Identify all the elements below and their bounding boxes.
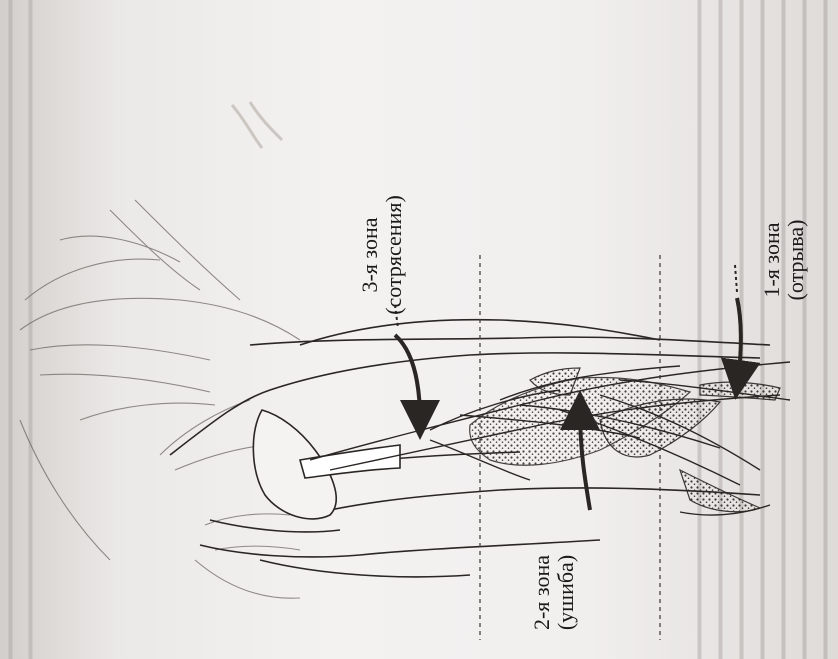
zone1-label-line1: 1-я зона [760,190,784,330]
zone2-label-line1: 2-я зона [530,535,554,650]
zone1-label: 1-я зона (отрыва) [760,190,808,330]
zone2-label-line2: (ушиба) [554,535,578,650]
zone3-label-line1: 3-я зона [358,170,382,340]
stippled-wound-area [470,368,780,512]
zone3-label: 3-я зона (сотрясения) [358,170,406,340]
zone3-label-line2: (сотрясения) [382,170,406,340]
hand-sketch [20,200,300,598]
zone2-label: 2-я зона (ушиба) [530,535,578,650]
zone1-label-line2: (отрыва) [784,190,808,330]
zone1-arrow [735,265,741,380]
smudge-mark [232,102,282,148]
